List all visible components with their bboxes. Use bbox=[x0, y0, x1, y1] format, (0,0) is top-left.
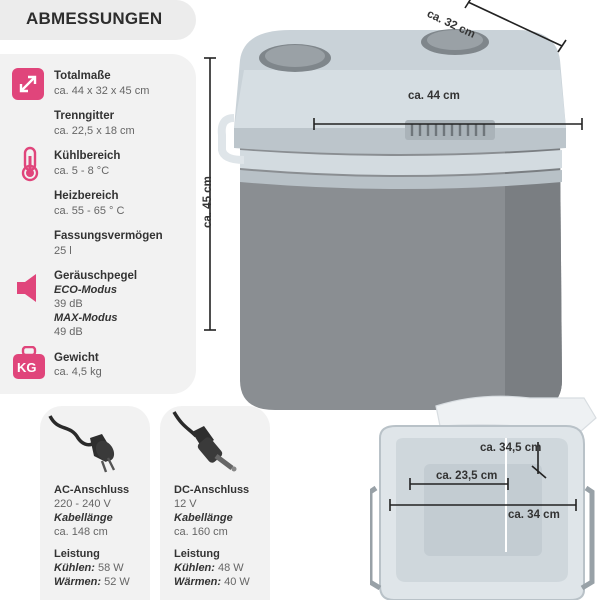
spec-cooling-value: ca. 5 - 8 °C bbox=[54, 165, 110, 177]
spec-total-value: ca. 44 x 32 x 45 cm bbox=[54, 85, 150, 97]
vent-grille bbox=[405, 120, 495, 140]
spec-noise-max-label: MAX-Modus bbox=[54, 312, 118, 324]
dim-inner-width-label: ca. 34 cm bbox=[508, 509, 560, 521]
ac-cable-label: Kabellänge bbox=[54, 512, 113, 524]
vent-slots bbox=[410, 124, 486, 136]
dc-cool-label: Kühlen: bbox=[174, 562, 215, 574]
thermometer-icon bbox=[14, 146, 46, 182]
dc-warm-label: Wärmen: bbox=[174, 576, 222, 588]
ac-plug-icon bbox=[48, 414, 118, 473]
car-plug-icon bbox=[168, 410, 240, 472]
lid-band-lower bbox=[240, 150, 562, 175]
spec-heating-value: ca. 55 - 65 ° C bbox=[54, 205, 125, 217]
side-handle-left bbox=[370, 485, 382, 591]
ac-cool-value: 58 W bbox=[98, 562, 124, 574]
inner-dimension-lines bbox=[389, 442, 577, 511]
coolbox-handle bbox=[217, 114, 245, 164]
open-box-illustration bbox=[370, 395, 597, 600]
dc-title: DC-Anschluss bbox=[174, 484, 250, 496]
dc-warm: Wärmen: 40 W bbox=[174, 576, 250, 588]
dc-cool-value: 48 W bbox=[218, 562, 244, 574]
dim-width-label: ca. 44 cm bbox=[408, 90, 460, 102]
coolbox-body bbox=[240, 140, 562, 410]
ac-cable-value: ca. 148 cm bbox=[54, 526, 108, 538]
weight-kg-icon: KG bbox=[12, 346, 45, 379]
dc-voltage: 12 V bbox=[174, 498, 197, 510]
inner-floor bbox=[424, 464, 542, 556]
spec-divider-label: Trenngitter bbox=[54, 110, 115, 122]
diagonal-arrows-icon bbox=[12, 68, 44, 100]
dim-inner-divider-label: ca. 23,5 cm bbox=[436, 470, 498, 482]
spec-noise-eco-label: ECO-Modus bbox=[54, 284, 117, 296]
dim-height-label: ca. 45 cm bbox=[202, 176, 214, 228]
ac-warm-value: 52 W bbox=[104, 576, 130, 588]
lid-band bbox=[234, 128, 566, 154]
speaker-icon bbox=[14, 272, 46, 304]
spec-cooling-label: Kühlbereich bbox=[54, 150, 121, 162]
dc-warm-value: 40 W bbox=[224, 576, 250, 588]
spec-capacity-value: 25 l bbox=[54, 245, 72, 257]
dc-cool: Kühlen: 48 W bbox=[174, 562, 244, 574]
spec-noise-label: Geräuschpegel bbox=[54, 270, 138, 282]
ac-title: AC-Anschluss bbox=[54, 484, 130, 496]
spec-weight-value: ca. 4,5 kg bbox=[54, 366, 102, 378]
weight-icon-text: KG bbox=[17, 360, 37, 375]
ac-power-label: Leistung bbox=[54, 548, 100, 560]
spec-total-label: Totalmaße bbox=[54, 70, 111, 82]
dc-panel bbox=[160, 406, 270, 600]
spec-panel bbox=[0, 54, 196, 394]
dc-power-label: Leistung bbox=[174, 548, 220, 560]
spec-divider-value: ca. 22,5 x 18 cm bbox=[54, 125, 135, 137]
ac-cool-label: Kühlen: bbox=[54, 562, 95, 574]
spec-noise-eco-value: 39 dB bbox=[54, 298, 83, 310]
spec-capacity-label: Fassungsvermögen bbox=[54, 230, 163, 242]
page-title: ABMESSUNGEN bbox=[26, 9, 163, 28]
spec-weight-label: Gewicht bbox=[54, 352, 99, 364]
dc-cable-value: ca. 160 cm bbox=[174, 526, 228, 538]
lid-front bbox=[234, 70, 566, 128]
side-handle-right bbox=[580, 485, 595, 591]
coolbox-illustration bbox=[204, 0, 583, 410]
lid-band-bottom bbox=[240, 170, 562, 189]
title-box: ABMESSUNGEN bbox=[0, 0, 196, 40]
ac-warm: Wärmen: 52 W bbox=[54, 576, 130, 588]
ac-voltage: 220 - 240 V bbox=[54, 498, 111, 510]
spec-heating-label: Heizbereich bbox=[54, 190, 119, 202]
dimension-lines bbox=[204, 0, 583, 331]
dc-cable-label: Kabellänge bbox=[174, 512, 233, 524]
spec-noise-max-value: 49 dB bbox=[54, 326, 83, 338]
ac-cool: Kühlen: 58 W bbox=[54, 562, 124, 574]
coolbox-side-shade bbox=[505, 140, 562, 410]
ac-warm-label: Wärmen: bbox=[54, 576, 102, 588]
dim-inner-depth-label: ca. 34,5 cm bbox=[480, 442, 542, 454]
